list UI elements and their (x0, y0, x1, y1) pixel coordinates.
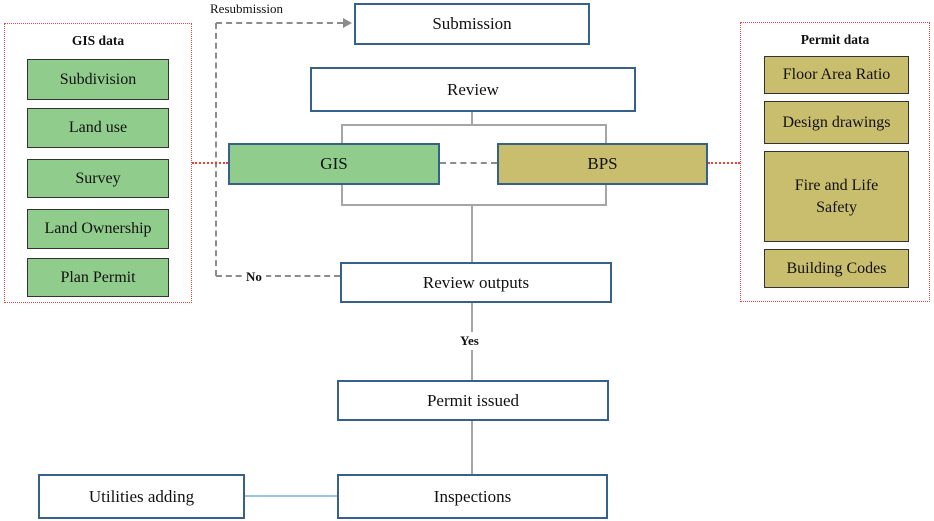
flow-box-submission: Submission (354, 3, 590, 45)
connector-review-down (471, 112, 473, 125)
gis-data-panel: GIS data Subdivision Land use Survey Lan… (4, 23, 192, 303)
connector-resubmission-horizontal (216, 22, 343, 24)
connector-no-dashed (216, 275, 340, 277)
gis-data-item-survey: Survey (27, 159, 169, 198)
flow-box-bps: BPS (497, 143, 708, 185)
no-label: No (242, 268, 266, 286)
permit-data-item-floor-area-ratio: Floor Area Ratio (764, 56, 909, 94)
permit-data-item-fire-life-safety: Fire and Life Safety (764, 151, 909, 242)
connector-split-bottom (341, 204, 607, 206)
resubmission-label: Resubmission (210, 1, 283, 16)
gis-data-item-subdivision: Subdivision (27, 59, 169, 100)
flow-box-permit-issued: Permit issued (337, 380, 609, 421)
flow-box-utilities-adding: Utilities adding (38, 474, 245, 519)
connector-gispanel-to-gis (192, 162, 228, 164)
connector-gis-bps-dashed (440, 162, 497, 164)
gis-data-item-plan-permit: Plan Permit (27, 258, 169, 297)
permit-data-item-design-drawings: Design drawings (764, 101, 909, 144)
permit-data-panel: Permit data Floor Area Ratio Design draw… (740, 22, 930, 302)
connector-split-top (341, 124, 607, 126)
gis-data-panel-title: GIS data (71, 33, 125, 48)
resubmission-arrowhead-icon (343, 18, 352, 28)
flow-box-review: Review (310, 67, 636, 112)
connector-bps-to-permitpanel (708, 162, 740, 164)
yes-label: Yes (456, 332, 483, 350)
gis-data-item-land-ownership: Land Ownership (27, 209, 169, 249)
permit-data-item-building-codes: Building Codes (764, 249, 909, 288)
connector-permit-to-inspections (471, 421, 473, 474)
gis-data-item-land-use: Land use (27, 108, 169, 148)
connector-utilities-to-inspections (245, 495, 337, 497)
connector-resubmission-vertical (215, 23, 217, 276)
permit-data-panel-title: Permit data (800, 32, 870, 47)
flow-box-review-outputs: Review outputs (340, 262, 612, 303)
flow-box-inspections: Inspections (337, 474, 608, 519)
flow-box-gis: GIS (228, 143, 440, 185)
connector-split-to-outputs (471, 204, 473, 262)
